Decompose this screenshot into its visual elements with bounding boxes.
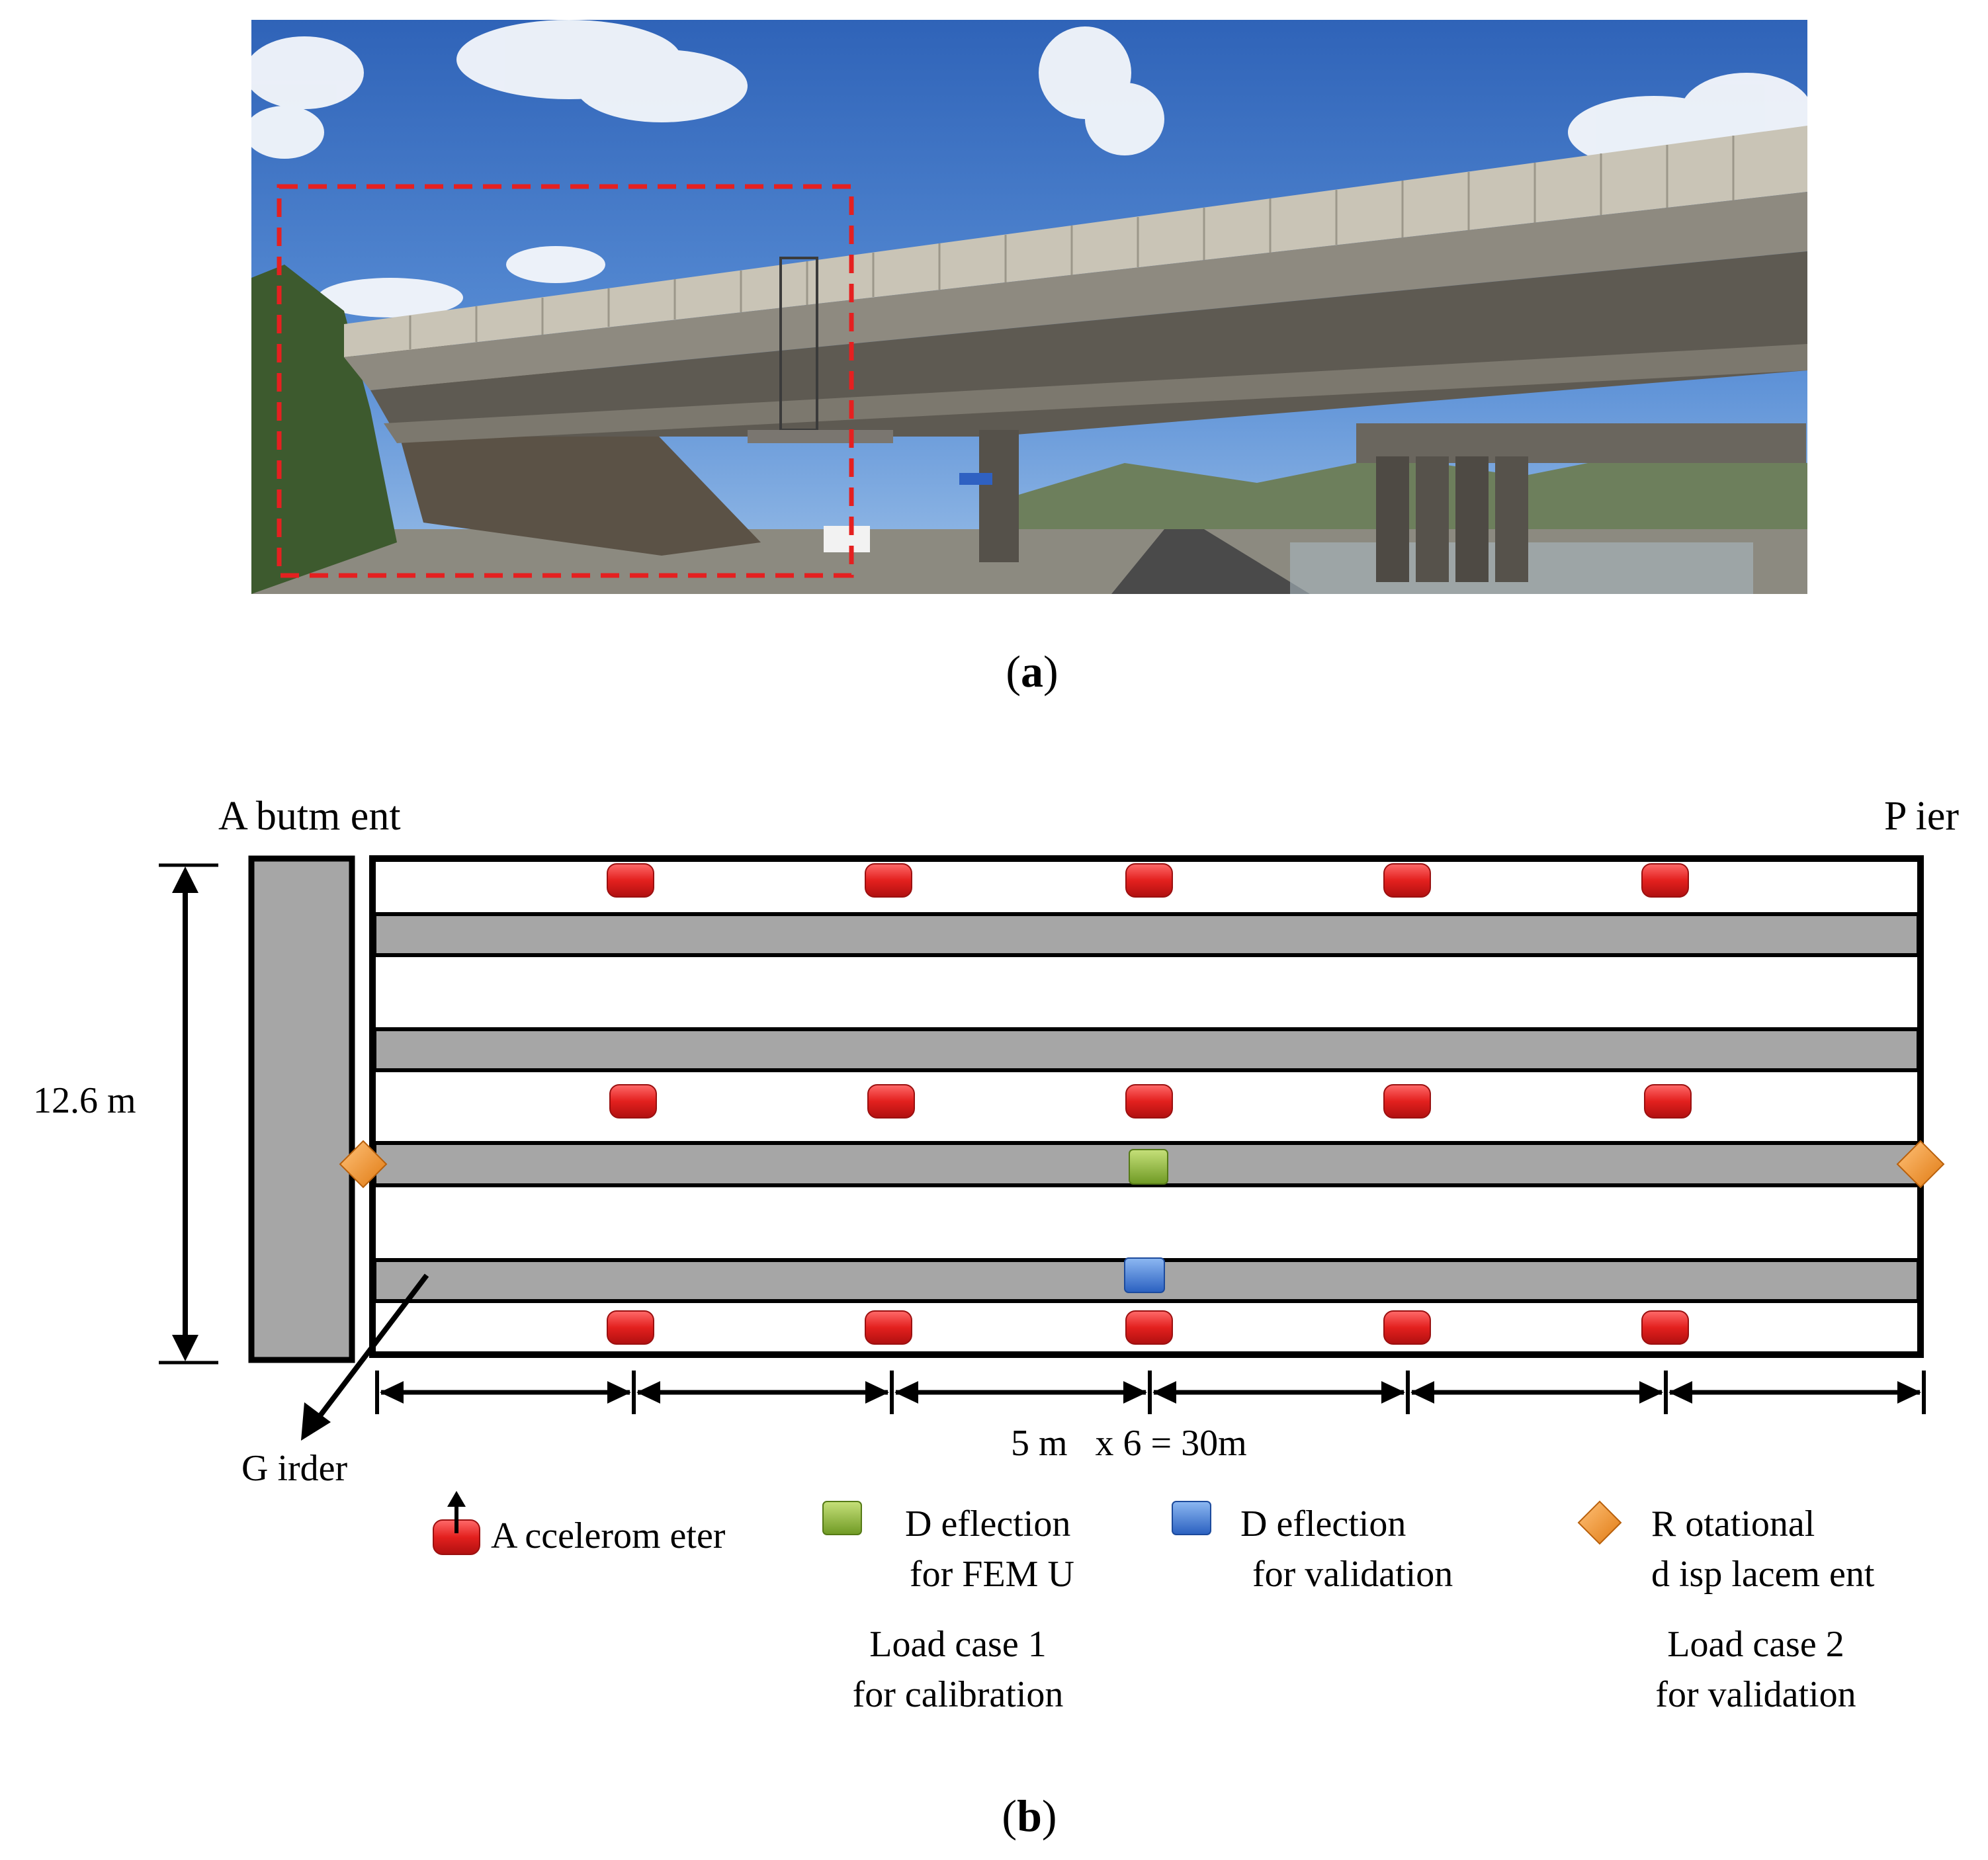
girders: [372, 912, 1921, 1303]
load-case-1-line-2: for calibration: [853, 1674, 1064, 1715]
deflection-fem-marker: [1129, 1149, 1168, 1185]
label-width: 12.6 m: [33, 1080, 136, 1121]
legend-deflection-fem-label-1: D eflection: [905, 1503, 1070, 1544]
accelerometer-marker: [1125, 1084, 1173, 1119]
accelerometer-marker: [1644, 1084, 1692, 1119]
legend-deflection-validation: D eflection for validation: [1172, 1501, 1453, 1595]
load-case-1-line-1: Load case 1: [869, 1624, 1046, 1665]
caption-a: (a): [1006, 646, 1058, 697]
legend-deflection-validation-label-2: for validation: [1252, 1554, 1453, 1595]
parapet-panels: [409, 136, 1735, 349]
rotational-marker-right: [1896, 1140, 1945, 1189]
abutment-block: [248, 855, 355, 1363]
legend-deflection-fem-swatch: [822, 1501, 862, 1535]
accelerometer-marker: [1383, 1084, 1431, 1119]
accelerometer-marker: [1641, 863, 1689, 898]
accelerometer-marker: [865, 863, 912, 898]
label-span: 5 m x 6 = 30m: [1011, 1423, 1247, 1464]
legend-rotational-label-2: d isp lacem ent: [1651, 1554, 1875, 1595]
accelerometer-marker: [607, 863, 654, 898]
dashed-highlight-box: [277, 184, 854, 578]
accelerometers: [607, 863, 1692, 1345]
girder-2: [372, 1027, 1921, 1072]
span-dimension: [375, 1371, 1926, 1414]
accelerometer-row-top: [607, 863, 1689, 898]
label-pier: P ier: [1884, 794, 1959, 839]
legend-accelerometer: A ccelerom eter: [433, 1491, 726, 1556]
rotational-marker-left: [339, 1140, 388, 1189]
accelerometer-marker: [1125, 1310, 1173, 1345]
span-arrowheads: [380, 1381, 1921, 1404]
accelerometer-marker: [1383, 863, 1431, 898]
legend-rotational: R otational d isp lacem ent: [1577, 1500, 1875, 1595]
accelerometer-marker: [607, 1310, 654, 1345]
load-case-2-line-2: for validation: [1655, 1674, 1856, 1715]
girder-pointer: [301, 1273, 429, 1441]
legend-deflection-fem: D eflection for FEM U: [822, 1501, 1074, 1595]
accelerometer-row-middle: [609, 1084, 1692, 1119]
caption-b: (b): [1002, 1791, 1057, 1841]
legend-deflection-validation-label-1: D eflection: [1240, 1503, 1406, 1544]
accelerometer-marker: [1641, 1310, 1689, 1345]
accelerometer-marker: [1383, 1310, 1431, 1345]
width-dimension: [159, 863, 218, 1365]
girder-1: [372, 912, 1921, 957]
legend-rotational-label-1: R otational: [1651, 1503, 1815, 1544]
legend-accelerometer-label: A ccelerom eter: [491, 1515, 726, 1556]
accelerometer-marker: [1125, 863, 1173, 898]
bridge-photo: [251, 20, 1807, 594]
legend-deflection-fem-label-2: for FEM U: [910, 1554, 1074, 1595]
clouds: [251, 20, 1807, 317]
legend-rotational-swatch: [1577, 1500, 1622, 1545]
legend-deflection-validation-swatch: [1172, 1501, 1211, 1535]
label-abutment: A butm ent: [218, 794, 401, 839]
load-case-2-line-1: Load case 2: [1667, 1624, 1844, 1665]
accelerometer-row-bottom: [607, 1310, 1689, 1345]
label-girder: G irder: [241, 1448, 348, 1489]
legend: A ccelerom eter D eflection for FEM U D …: [433, 1491, 1875, 1715]
accelerometer-marker: [865, 1310, 912, 1345]
deflection-validation-marker: [1124, 1257, 1165, 1293]
accelerometer-marker: [867, 1084, 915, 1119]
accelerometer-marker: [609, 1084, 657, 1119]
